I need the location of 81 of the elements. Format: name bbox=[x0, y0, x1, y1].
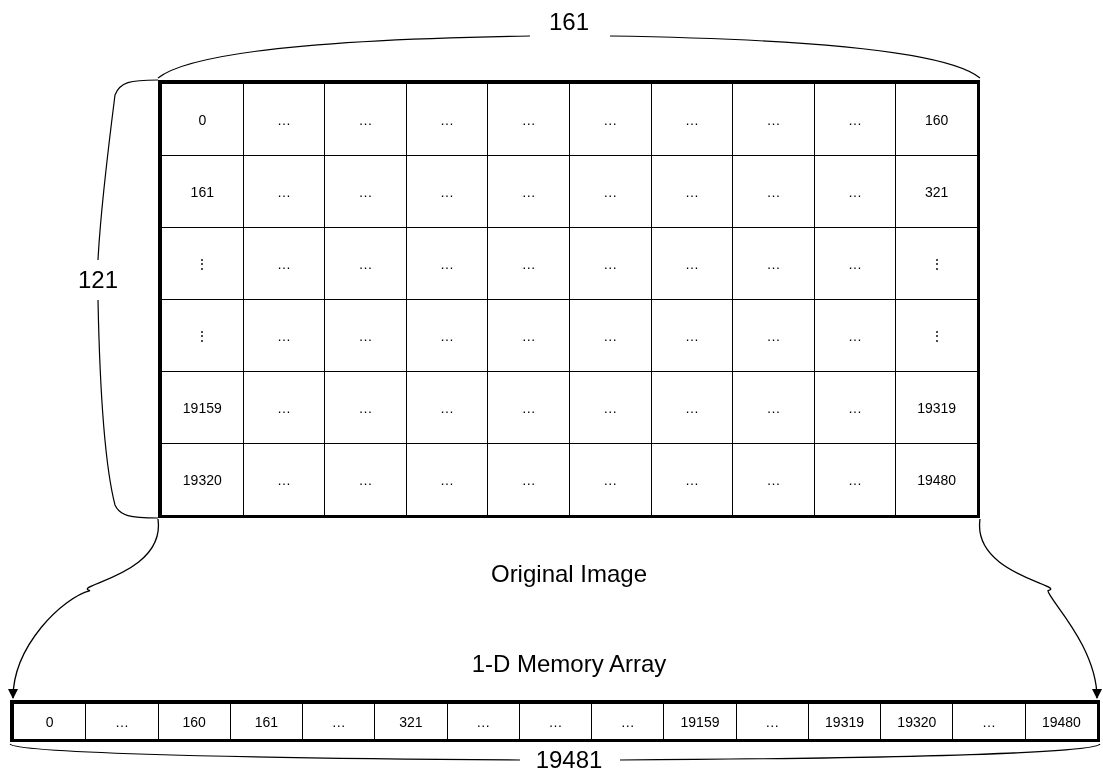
grid-cell: 321 bbox=[925, 183, 949, 200]
grid-cell: … bbox=[440, 399, 455, 416]
grid-cell: … bbox=[603, 111, 618, 128]
grid-cell: … bbox=[848, 327, 863, 344]
arrow bbox=[979, 518, 1102, 700]
grid-cell: … bbox=[440, 327, 455, 344]
array-cell: 321 bbox=[399, 713, 423, 730]
grid-cell: … bbox=[521, 327, 536, 344]
grid-cell: … bbox=[521, 111, 536, 128]
grid-cell: … bbox=[848, 471, 863, 488]
array-cell: 19320 bbox=[897, 713, 937, 730]
grid-cell: … bbox=[603, 471, 618, 488]
array-cell: 19319 bbox=[825, 713, 864, 730]
grid-cell: … bbox=[848, 255, 863, 272]
grid-cell: … bbox=[766, 471, 781, 488]
grid-cell: … bbox=[684, 255, 699, 272]
grid-cell: … bbox=[276, 255, 291, 272]
grid-cell: … bbox=[848, 111, 863, 128]
grid-cell: ⋮ bbox=[195, 327, 210, 344]
grid-cell: … bbox=[766, 255, 781, 272]
grid-cell: ⋮ bbox=[195, 255, 210, 272]
grid-cell: … bbox=[521, 255, 536, 272]
array-cell: … bbox=[982, 713, 997, 730]
grid-cell: … bbox=[276, 183, 291, 200]
grid-cell: … bbox=[276, 471, 291, 488]
grid-cell: 19159 bbox=[182, 399, 222, 416]
grid-cell: 0 bbox=[198, 111, 207, 128]
grid-cell: … bbox=[684, 471, 699, 488]
grid-cell: … bbox=[440, 111, 455, 128]
grid-cell: … bbox=[684, 327, 699, 344]
array-cell: 0 bbox=[45, 713, 54, 730]
pixel-grid bbox=[158, 80, 980, 518]
grid-cell: … bbox=[358, 111, 373, 128]
array-cell: 160 bbox=[182, 713, 206, 730]
grid-cell: … bbox=[358, 399, 373, 416]
memory-array bbox=[10, 700, 1100, 742]
grid-cell: 160 bbox=[925, 111, 949, 128]
grid-cell: ⋮ bbox=[929, 255, 944, 272]
grid-cell: … bbox=[440, 471, 455, 488]
grid-cell: 19480 bbox=[917, 471, 957, 488]
grid-cell: … bbox=[603, 183, 618, 200]
array-cell: … bbox=[476, 713, 491, 730]
array-cell: 161 bbox=[254, 713, 279, 730]
grid-cell: 19319 bbox=[917, 399, 957, 416]
grid-cell: … bbox=[358, 327, 373, 344]
grid-cell: … bbox=[766, 111, 781, 128]
grid-cell: … bbox=[603, 399, 618, 416]
array-cell: … bbox=[548, 713, 563, 730]
grid-cell: … bbox=[766, 327, 781, 344]
grid-cell: 161 bbox=[190, 183, 214, 200]
grid-cell: … bbox=[684, 183, 699, 200]
array-cell: … bbox=[620, 713, 635, 730]
array-heading: 1-D Memory Array bbox=[471, 650, 667, 678]
grid-cell: … bbox=[684, 111, 699, 128]
grid-cell: … bbox=[276, 111, 291, 128]
grid-cell: … bbox=[684, 399, 699, 416]
arrow bbox=[8, 518, 159, 700]
grid-cell: … bbox=[603, 327, 618, 344]
grid-cell: … bbox=[440, 255, 455, 272]
image-caption: Original Image bbox=[490, 560, 648, 588]
grid-cell: … bbox=[521, 183, 536, 200]
grid-cell: … bbox=[276, 399, 291, 416]
grid-cell: … bbox=[358, 255, 373, 272]
grid-cell: … bbox=[521, 399, 536, 416]
array-cell: 19480 bbox=[1041, 713, 1081, 730]
array-cell: … bbox=[765, 713, 780, 730]
grid-cell: … bbox=[521, 471, 536, 488]
array-cell: … bbox=[331, 713, 346, 730]
grid-cell: … bbox=[440, 183, 455, 200]
grid-cell: ⋮ bbox=[929, 327, 944, 344]
grid-cell: … bbox=[766, 183, 781, 200]
array-cell: … bbox=[114, 713, 129, 730]
grid-cell: … bbox=[848, 183, 863, 200]
grid-cell: … bbox=[603, 255, 618, 272]
grid-cell: 19320 bbox=[182, 471, 222, 488]
grid-cell: … bbox=[276, 327, 291, 344]
array-cell: 19159 bbox=[680, 713, 720, 730]
grid-cell: … bbox=[358, 471, 373, 488]
grid-cell: … bbox=[358, 183, 373, 200]
grid-cell: … bbox=[848, 399, 863, 416]
grid-cell: … bbox=[766, 399, 781, 416]
